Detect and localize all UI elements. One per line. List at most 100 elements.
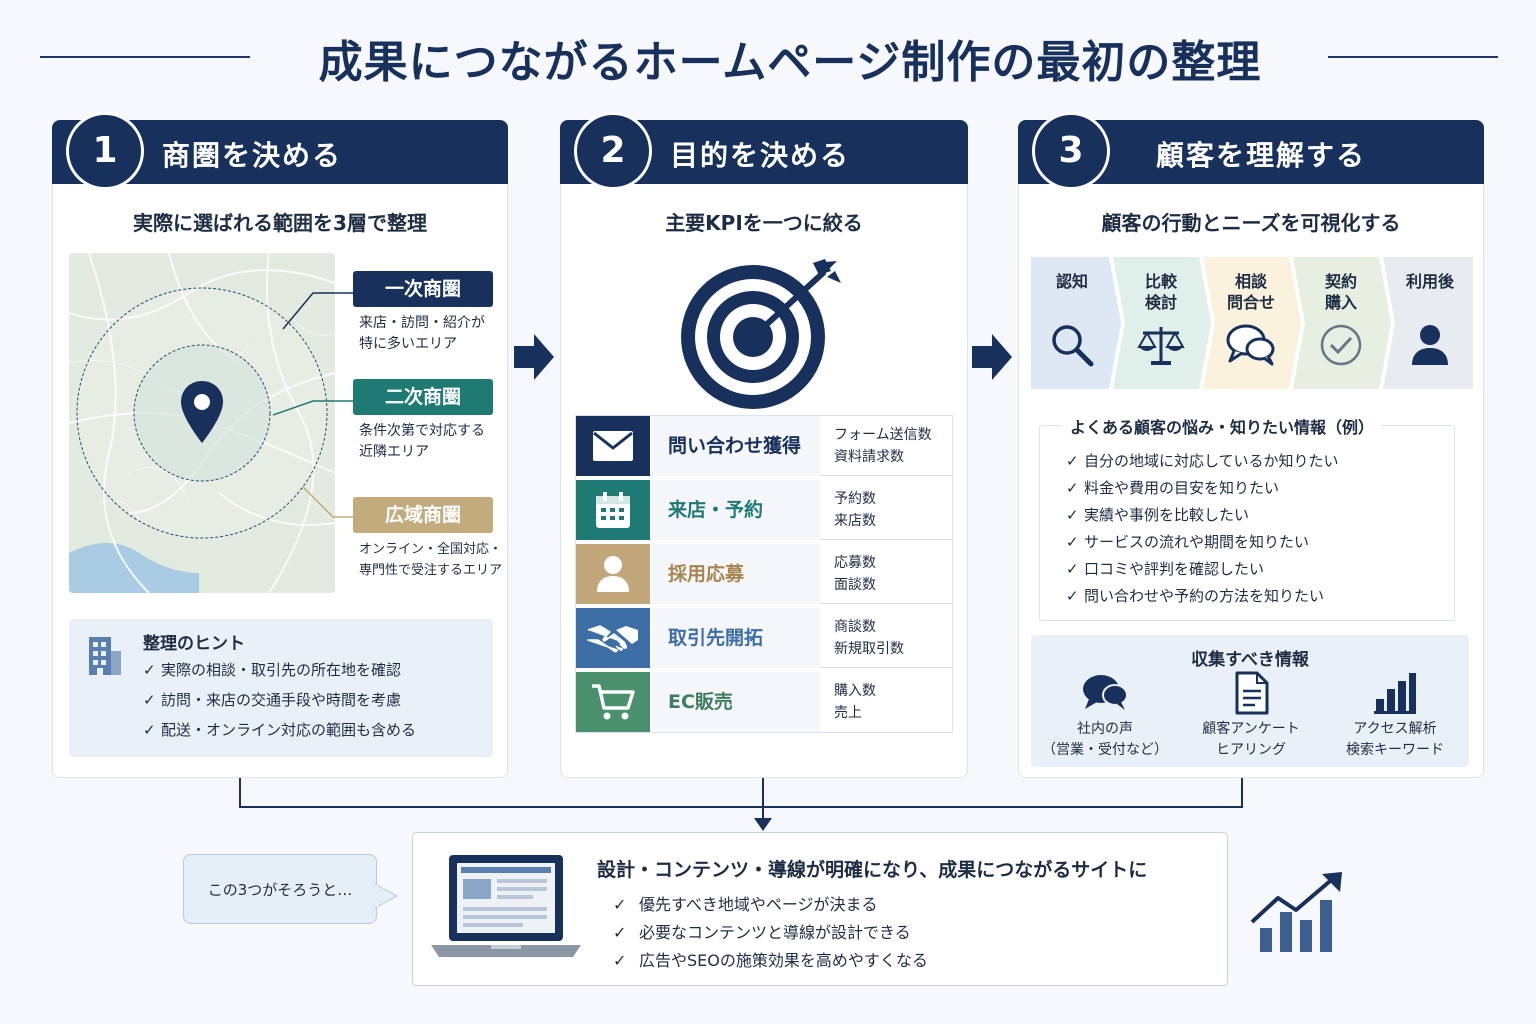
kpi-icon-cell bbox=[576, 544, 650, 604]
zone-secondary-desc-line: 近隣エリア bbox=[359, 444, 429, 460]
check-icon: ✓ bbox=[1066, 452, 1079, 470]
check-icon: ✓ bbox=[613, 895, 627, 914]
step3-subtitle: 顧客の行動とニーズを可視化する bbox=[1101, 211, 1401, 235]
collect-label: 検索キーワード bbox=[1346, 742, 1444, 758]
hint-item-text: 実際の相談・取引先の所在地を確認 bbox=[161, 661, 402, 679]
kpi-name: 来店・予約 bbox=[652, 480, 820, 540]
result-point-text: 広告やSEOの施策効果を高めやすくなる bbox=[639, 951, 928, 970]
step2-header: 2 目的を決める bbox=[560, 112, 968, 190]
title-rule-left bbox=[40, 56, 250, 58]
kpi-name: EC販売 bbox=[652, 672, 820, 732]
kpi-metrics: フォーム送信数資料請求数 bbox=[834, 424, 932, 468]
zone-primary-desc: 来店・訪問・紹介が 特に多いエリア bbox=[359, 313, 509, 355]
bubble-tail bbox=[375, 883, 399, 909]
check-icon: ✓ bbox=[613, 951, 627, 970]
result-point: ✓ 優先すべき地域やページが決まる bbox=[613, 891, 878, 915]
worry-item: ✓ 自分の地域に対応しているか知りたい bbox=[1066, 450, 1339, 471]
stage-awareness: 認知 bbox=[1031, 257, 1113, 389]
step1-header: 1 商圏を決める bbox=[52, 112, 508, 190]
arrow-down-icon bbox=[754, 818, 772, 831]
zone-wide-desc-line: オンライン・全国対応・ bbox=[359, 542, 503, 557]
worry-item-text: 口コミや評判を確認したい bbox=[1084, 560, 1265, 578]
speech-icon bbox=[1083, 675, 1128, 710]
result-point-text: 必要なコンテンツと導線が設計できる bbox=[639, 923, 911, 942]
check-icon: ✓ bbox=[1066, 479, 1079, 497]
speech-bubble: この3つがそろうと… bbox=[183, 854, 377, 924]
kpi-metric: 資料請求数 bbox=[834, 449, 904, 465]
stage-label: 利用後 bbox=[1405, 272, 1454, 291]
result-box: 設計・コンテンツ・導線が明確になり、成果につながるサイトに ✓ 優先すべき地域やペ… bbox=[412, 832, 1228, 986]
page-title: 成果につながるホームページ制作の最初の整理 bbox=[318, 37, 1262, 88]
step2-card: 2 目的を決める 主要KPIを一つに絞る 問い合わせ獲得 フォーム送信数資料請求… bbox=[560, 112, 968, 778]
kpi-row: 採用応募 応募数面談数 bbox=[576, 544, 952, 604]
mail-icon bbox=[593, 431, 633, 461]
worry-item-text: 料金や費用の目安を知りたい bbox=[1084, 479, 1280, 497]
worry-item: ✓実績や事例を比較したい bbox=[1066, 504, 1249, 525]
worry-item: ✓ 料金や費用の目安を知りたい bbox=[1066, 477, 1279, 498]
kpi-table: 問い合わせ獲得 フォーム送信数資料請求数 来店・予約 予約数来店数 採用応募 応… bbox=[575, 415, 953, 733]
worry-item: ✓問い合わせや予約の方法を知りたい bbox=[1066, 585, 1324, 606]
kpi-metric: 来店数 bbox=[834, 513, 876, 529]
hint-item-text: 配送・オンライン対応の範囲も含める bbox=[161, 721, 417, 739]
collect-info-box: 収集すべき情報 社内の声 （営業・受付など） 顧客アンケート ヒアリング アクセ… bbox=[1031, 635, 1469, 767]
zone-secondary-desc: 条件次第で対応する 近隣エリア bbox=[359, 421, 509, 463]
step2-subtitle: 主要KPIを一つに絞る bbox=[665, 211, 863, 235]
check-icon: ✓ bbox=[143, 691, 156, 709]
step3-header: 3 顧客を理解する bbox=[1018, 112, 1484, 190]
hint-item-text: 訪問・来店の交通手段や時間を考慮 bbox=[161, 691, 402, 709]
kpi-metric: 購入数 bbox=[834, 683, 876, 699]
zone-primary-label: 一次商圏 bbox=[353, 271, 493, 307]
document-icon bbox=[1235, 671, 1269, 715]
worry-item-text: サービスの流れや期間を知りたい bbox=[1084, 533, 1310, 551]
bar-chart-icon bbox=[1374, 673, 1416, 714]
stage-label: 認知 bbox=[1055, 272, 1088, 291]
step3-title: 顧客を理解する bbox=[1156, 139, 1367, 172]
kpi-metric: 応募数 bbox=[834, 555, 876, 571]
stage-compare: 比較 検討 bbox=[1117, 257, 1205, 389]
zone-primary-desc-line: 来店・訪問・紹介が bbox=[359, 315, 485, 331]
kpi-metrics: 購入数売上 bbox=[834, 680, 876, 724]
kpi-metrics: 応募数面談数 bbox=[834, 552, 876, 596]
kpi-row: 問い合わせ獲得 フォーム送信数資料請求数 bbox=[576, 416, 952, 476]
step3-number: 3 bbox=[1032, 112, 1110, 190]
check-icon: ✓ bbox=[1066, 560, 1079, 578]
check-icon: ✓ bbox=[613, 923, 627, 942]
stage-label: 契約 購入 bbox=[1324, 272, 1357, 312]
kpi-icon-cell bbox=[576, 480, 650, 540]
zone-wide-label: 広域商圏 bbox=[353, 497, 493, 533]
kpi-metric: 面談数 bbox=[834, 577, 876, 593]
result-point-text: 優先すべき地域やページが決まる bbox=[639, 895, 878, 914]
step3-card: 3 顧客を理解する 顧客の行動とニーズを可視化する 認知 比較 検討 相談 問合… bbox=[1018, 112, 1484, 778]
step1-subtitle: 実際に選ばれる範囲を3層で整理 bbox=[133, 211, 427, 235]
zone-primary-desc-line: 特に多いエリア bbox=[359, 336, 457, 352]
zone-secondary-desc-line: 条件次第で対応する bbox=[359, 423, 485, 439]
hint-title: 整理のヒント bbox=[143, 634, 245, 654]
stage-label: 相談 問合せ bbox=[1226, 272, 1275, 312]
step1-title: 商圏を決める bbox=[162, 139, 343, 172]
collect-label: アクセス解析 bbox=[1353, 721, 1437, 737]
stage-inquiry: 相談 問合せ bbox=[1207, 257, 1295, 389]
kpi-name: 取引先開拓 bbox=[652, 608, 820, 668]
result-title: 設計・コンテンツ・導線が明確になり、成果につながるサイトに bbox=[597, 859, 1148, 881]
collect-label: ヒアリング bbox=[1216, 742, 1286, 758]
zone-secondary-label: 二次商圏 bbox=[353, 379, 493, 415]
arrow-right-icon bbox=[972, 334, 1012, 380]
scale-icon bbox=[1117, 323, 1205, 371]
kpi-metric: 新規取引数 bbox=[834, 641, 904, 657]
hint-item: ✓ 訪問・来店の交通手段や時間を考慮 bbox=[143, 689, 401, 710]
worry-item-text: 自分の地域に対応しているか知りたい bbox=[1084, 452, 1339, 470]
zone-wide-desc-line: 専門性で受注するエリア bbox=[359, 563, 503, 578]
worry-item-text: 実績や事例を比較したい bbox=[1084, 506, 1250, 524]
worry-item-text: 問い合わせや予約の方法を知りたい bbox=[1084, 587, 1325, 605]
kpi-metric: 予約数 bbox=[834, 491, 876, 507]
connector-line bbox=[1241, 778, 1243, 808]
handshake-icon bbox=[587, 625, 638, 653]
zone-leader-lines bbox=[273, 292, 355, 518]
check-icon: ✓ bbox=[143, 661, 156, 679]
collect-item: アクセス解析 検索キーワード bbox=[1325, 671, 1465, 761]
connector-line bbox=[239, 806, 1243, 808]
person-icon bbox=[597, 556, 629, 592]
result-point: ✓ 必要なコンテンツと導線が設計できる bbox=[613, 919, 911, 943]
cart-icon bbox=[592, 684, 635, 720]
magnifier-icon bbox=[1031, 323, 1113, 371]
